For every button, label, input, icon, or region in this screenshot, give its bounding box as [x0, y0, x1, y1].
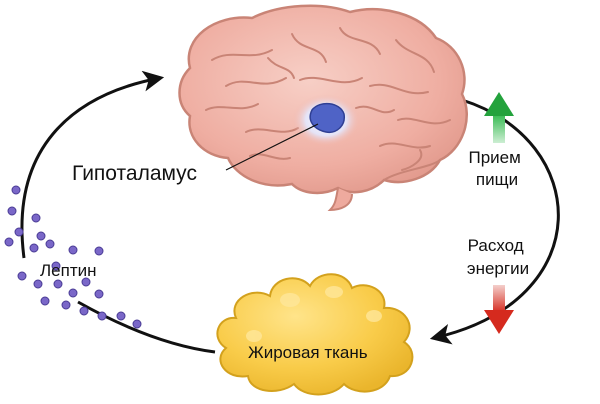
leptin-dot	[97, 311, 107, 321]
food-intake-line2: пищи	[476, 170, 518, 189]
leptin-particles	[4, 185, 142, 329]
increase-arrow-icon	[484, 92, 514, 143]
arrow-fat-to-leptin	[77, 300, 216, 354]
leptin-dot	[94, 289, 104, 299]
leptin-dot	[116, 311, 126, 321]
leptin-dot	[79, 306, 89, 316]
hypothalamus-label: Гипоталамус	[72, 162, 197, 185]
arrow-leptin-to-brain	[20, 70, 165, 259]
fat-tissue-icon	[216, 273, 414, 396]
food-intake-label: Прием пищи	[468, 148, 525, 189]
hypothalamus-region	[309, 102, 345, 134]
hypothalamus-leader-line	[225, 123, 319, 171]
leptin-dot	[11, 185, 21, 195]
leptin-dot	[61, 300, 71, 310]
leptin-dot	[132, 319, 142, 329]
leptin-dot	[45, 239, 55, 249]
leptin-dot	[68, 245, 78, 255]
fat-tissue-label: Жировая ткань	[248, 343, 368, 362]
leptin-dot	[29, 243, 39, 253]
leptin-dot	[14, 227, 24, 237]
leptin-dot	[53, 279, 63, 289]
leptin-dot	[40, 296, 50, 306]
leptin-label: Лептин	[40, 261, 97, 280]
leptin-dot	[33, 279, 43, 289]
leptin-dot	[7, 206, 17, 216]
leptin-dot	[36, 231, 46, 241]
leptin-dot	[17, 271, 27, 281]
food-intake-line1: Прием	[468, 148, 520, 167]
leptin-dot	[68, 288, 78, 298]
leptin-dot	[81, 277, 91, 287]
brain-icon	[178, 4, 468, 212]
leptin-dot	[94, 246, 104, 256]
decrease-arrow-icon	[484, 285, 514, 334]
energy-expenditure-line2: энергии	[467, 259, 529, 278]
energy-expenditure-label: Расход энергии	[467, 236, 529, 278]
leptin-dot	[4, 237, 14, 247]
leptin-dot	[51, 261, 61, 271]
energy-expenditure-line1: Расход	[468, 236, 524, 255]
leptin-dot	[31, 213, 41, 223]
